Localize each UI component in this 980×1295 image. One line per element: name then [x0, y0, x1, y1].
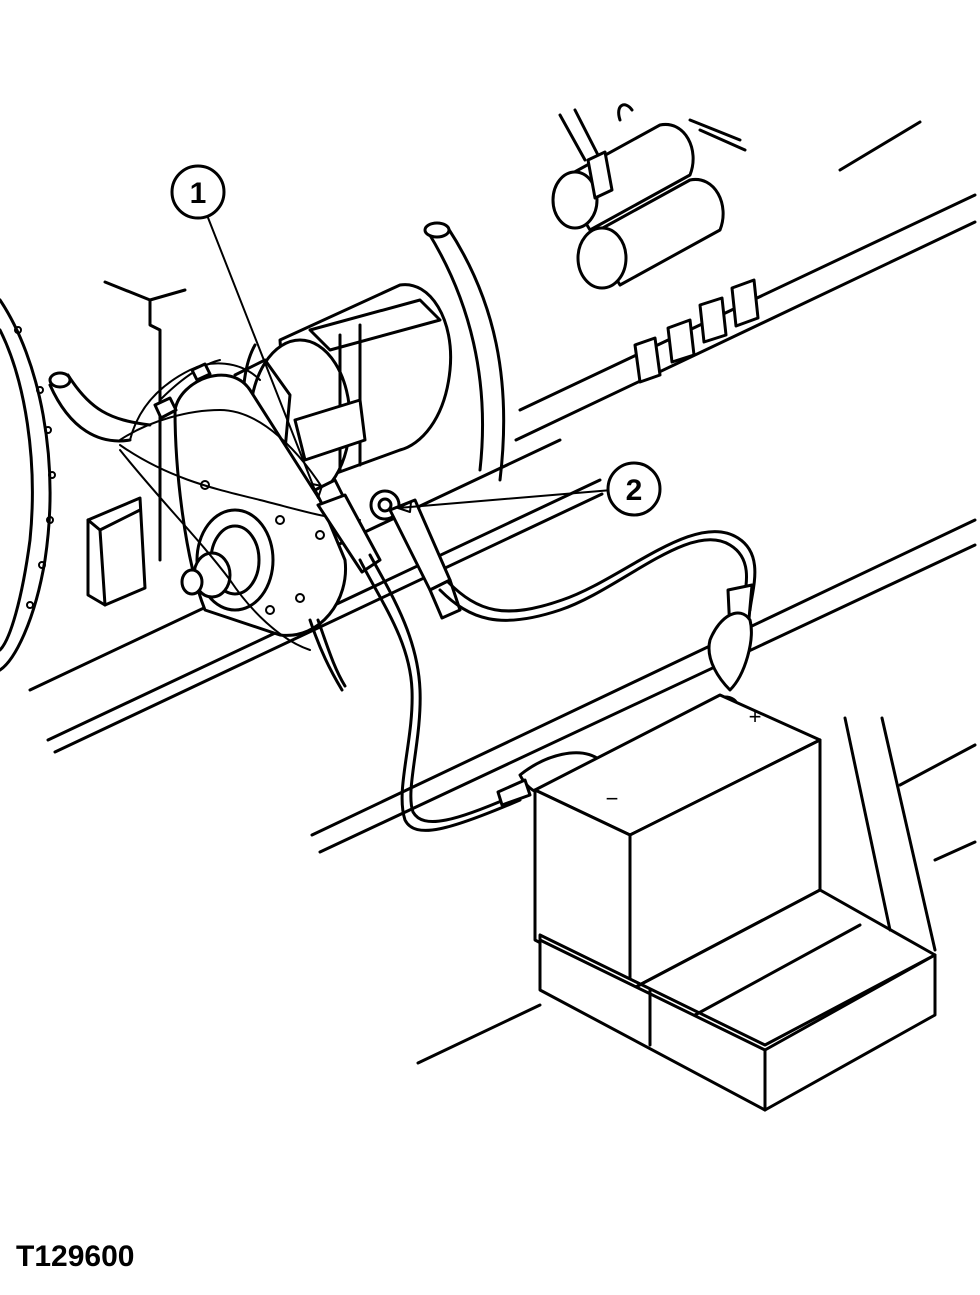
figure-id: T129600: [16, 1240, 135, 1273]
callout-2-leader: [397, 489, 613, 509]
jumper-cables: [358, 530, 757, 832]
starter-motor: [233, 283, 453, 502]
flywheel-housing: [0, 280, 187, 672]
frame-post: [843, 716, 937, 952]
battery-positive-sign: +: [749, 704, 762, 729]
fittings: [633, 278, 760, 384]
callout-1: 1: [170, 164, 226, 220]
solenoid-terminals: [313, 478, 462, 620]
callout-2: 2: [606, 461, 662, 517]
coolant-hose: [423, 221, 506, 482]
callout-1-leader: [204, 209, 319, 499]
battery-block: [538, 888, 937, 1112]
callout-1-label: 1: [190, 177, 207, 210]
positive-clamp: [707, 583, 754, 715]
leader-lines: [204, 209, 613, 513]
callout-2-label: 2: [626, 474, 643, 507]
filter-canisters: [551, 103, 747, 290]
battery: [533, 693, 822, 992]
battery-negative-sign: −: [606, 786, 619, 811]
starter-drive-end: [173, 373, 348, 692]
